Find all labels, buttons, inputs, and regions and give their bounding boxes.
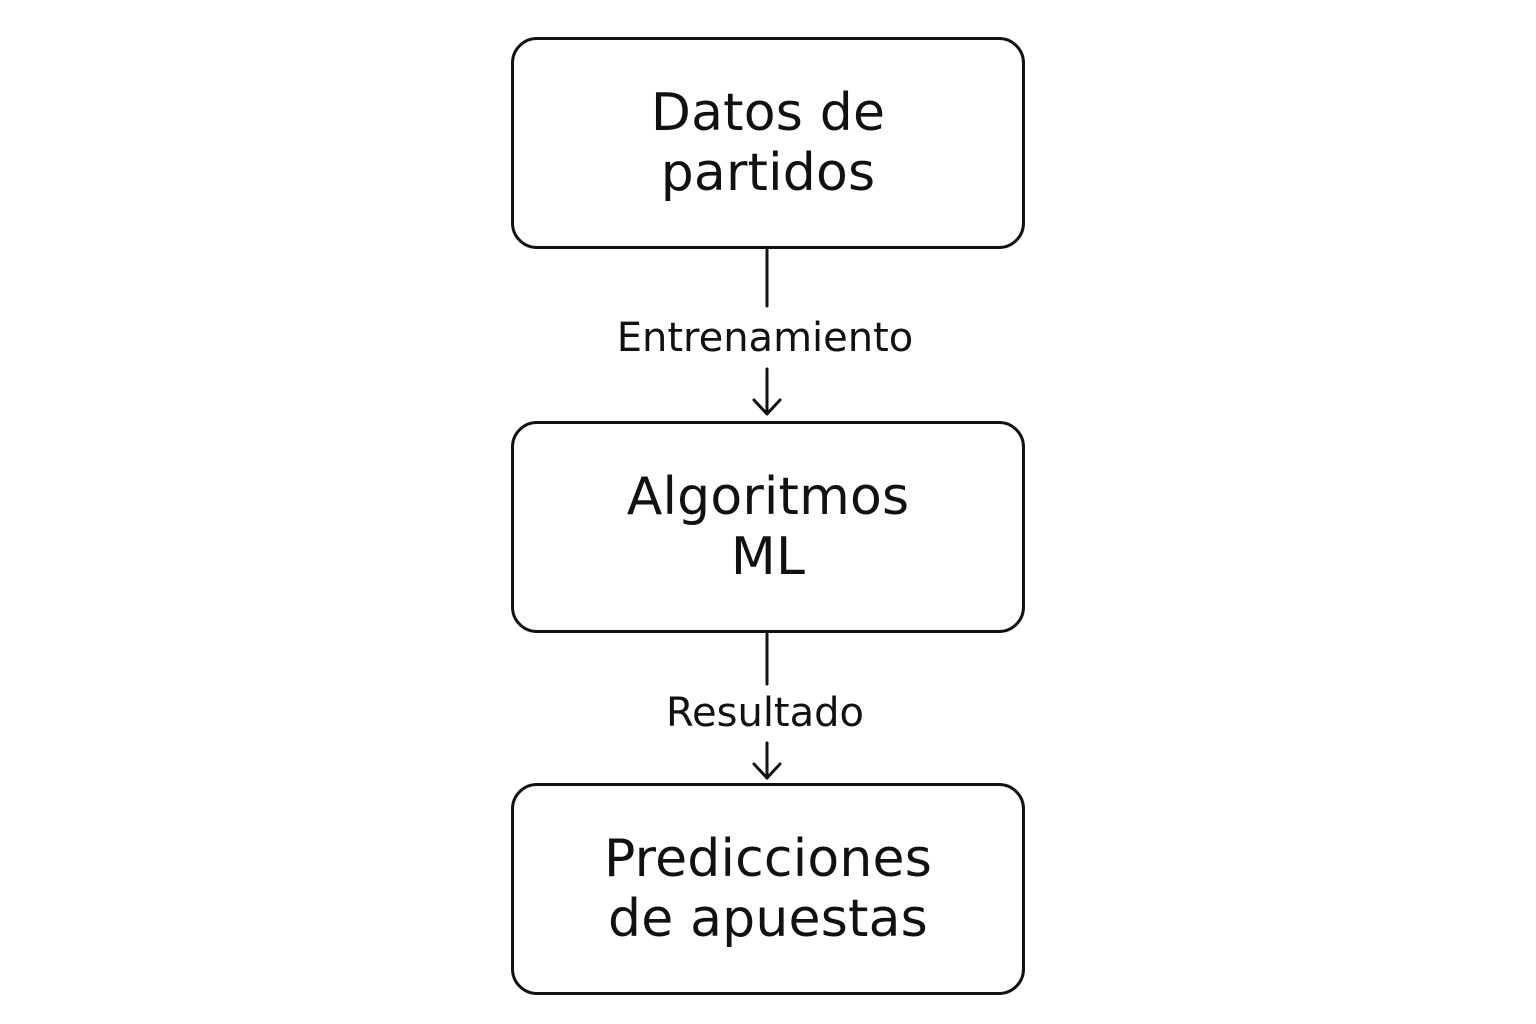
node-label-line: Datos de: [650, 83, 886, 143]
node-label-line: partidos: [660, 143, 876, 203]
edge-label-entrenamiento: Entrenamiento: [616, 315, 914, 361]
node-label-line: Algoritmos: [626, 467, 910, 527]
node-label-line: ML: [730, 527, 806, 587]
arrowhead-2-icon: [752, 762, 782, 780]
node-label-line: de apuestas: [607, 889, 928, 949]
node-label-line: Predicciones: [603, 829, 932, 889]
arrowhead-1-icon: [752, 398, 782, 416]
edge-label-resultado: Resultado: [666, 690, 864, 736]
node-datos-de-partidos: Datos de partidos: [511, 37, 1025, 249]
node-label: Datos de partidos: [651, 83, 885, 203]
node-predicciones-de-apuestas: Predicciones de apuestas: [511, 783, 1025, 995]
node-label: Algoritmos ML: [627, 467, 910, 587]
node-label: Predicciones de apuestas: [604, 829, 932, 949]
node-algoritmos-ml: Algoritmos ML: [511, 421, 1025, 633]
